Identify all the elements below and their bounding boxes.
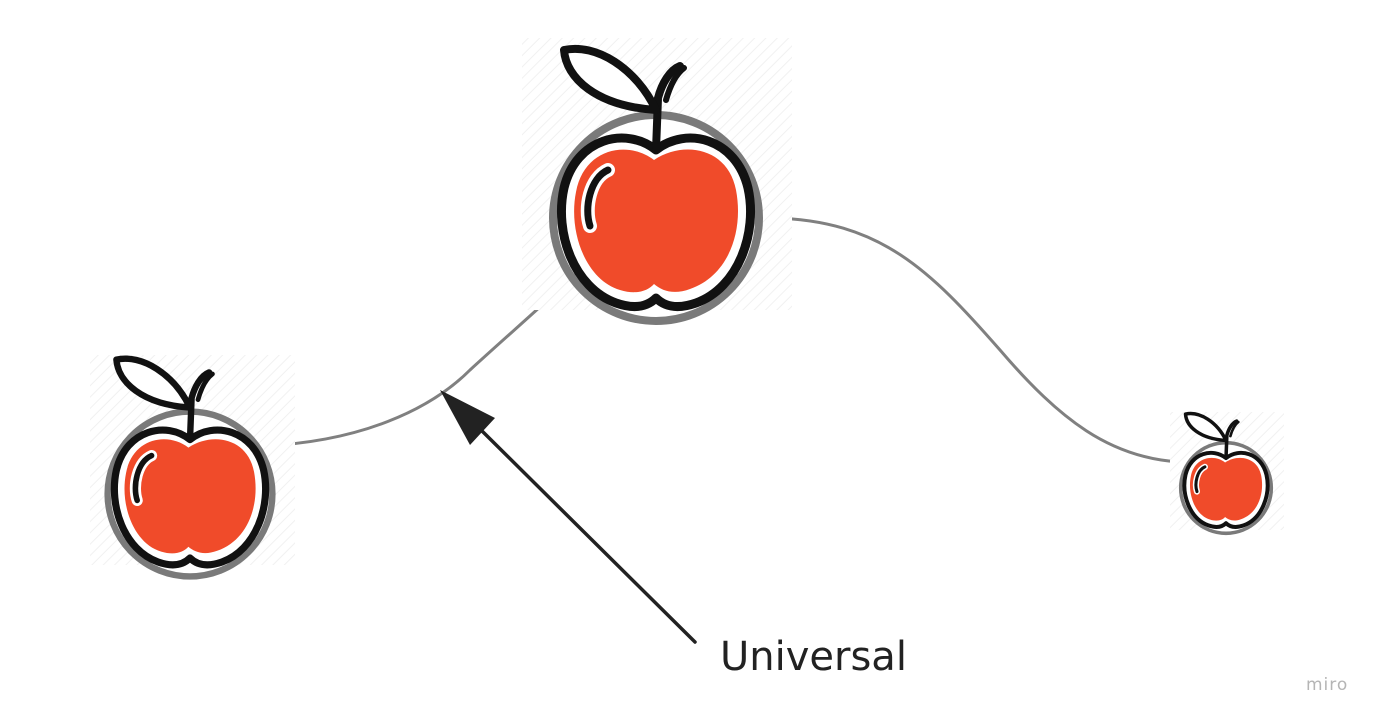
annotation-label[interactable]: Universal bbox=[720, 634, 907, 680]
pointer-arrow[interactable] bbox=[440, 390, 697, 644]
miro-watermark: miro bbox=[1306, 675, 1348, 695]
apple-node-center[interactable] bbox=[522, 38, 792, 321]
connector-line-left[interactable] bbox=[261, 282, 567, 448]
apple-node-right[interactable] bbox=[1170, 412, 1284, 533]
connector-line-right[interactable] bbox=[771, 216, 1181, 464]
apple-node-left[interactable] bbox=[90, 355, 295, 576]
